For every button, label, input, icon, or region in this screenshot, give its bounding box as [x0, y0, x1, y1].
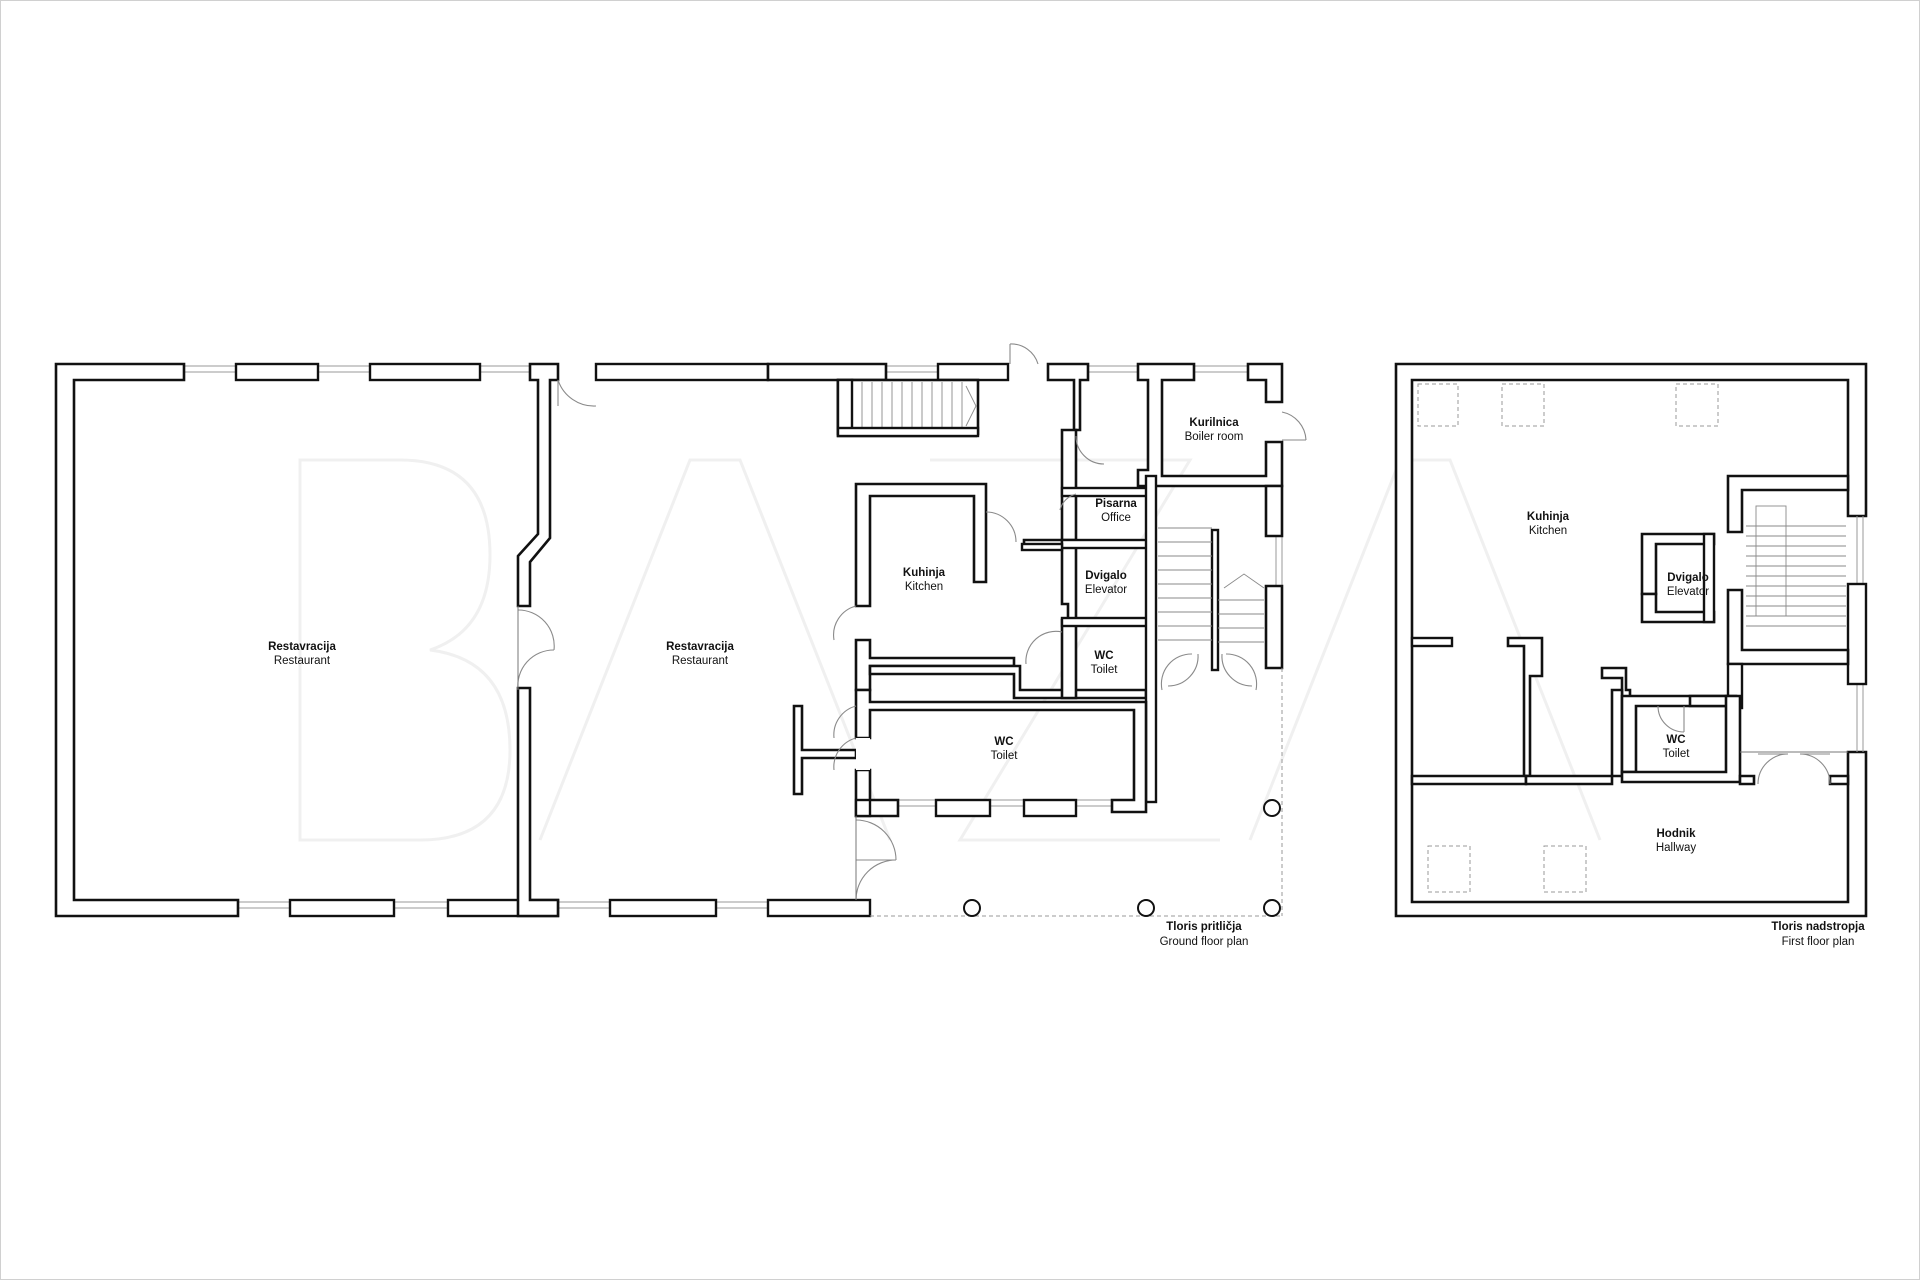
kitchen-sub: Kitchen [905, 581, 943, 593]
ff-wc-name: WC [1666, 734, 1685, 746]
boiler-room-sub: Boiler room [1185, 431, 1244, 443]
office-name: Pisarna [1095, 498, 1137, 510]
ff-wc-sub: Toilet [1663, 748, 1691, 760]
office-sub: Office [1101, 512, 1131, 524]
kitchen-name: Kuhinja [903, 567, 946, 579]
ff-hallway-name: Hodnik [1657, 828, 1697, 840]
boiler-room-name: Kurilnica [1189, 417, 1239, 429]
ground-floor-subtitle: Ground floor plan [1160, 936, 1249, 948]
ground-floor-plan: Restavracija Restaurant Restavracija Res… [54, 343, 1307, 948]
first-floor-subtitle: First floor plan [1782, 936, 1855, 948]
wc-large-sub: Toilet [991, 750, 1019, 762]
ff-elevator-name: Dvigalo [1667, 572, 1709, 584]
restaurant-east-sub: Restaurant [672, 655, 729, 667]
wc-small-name: WC [1094, 650, 1113, 662]
ff-kitchen-name: Kuhinja [1527, 511, 1570, 523]
restaurant-east-name: Restavracija [666, 641, 734, 653]
wc-large-name: WC [994, 736, 1013, 748]
first-floor-title: Tloris nadstropja [1771, 921, 1865, 933]
ff-elevator-sub: Elevator [1667, 586, 1709, 598]
elevator-name: Dvigalo [1085, 570, 1127, 582]
elevator-sub: Elevator [1085, 584, 1127, 596]
ff-hallway-sub: Hallway [1656, 842, 1697, 854]
first-floor-plan: Kuhinja Kitchen Dvigalo Elevator WC Toil… [1394, 362, 1868, 948]
wc-small-sub: Toilet [1091, 664, 1119, 676]
restaurant-west-sub: Restaurant [274, 655, 331, 667]
ff-kitchen-sub: Kitchen [1529, 525, 1567, 537]
ground-floor-title: Tloris pritličja [1166, 921, 1242, 933]
restaurant-west-name: Restavracija [268, 641, 336, 653]
